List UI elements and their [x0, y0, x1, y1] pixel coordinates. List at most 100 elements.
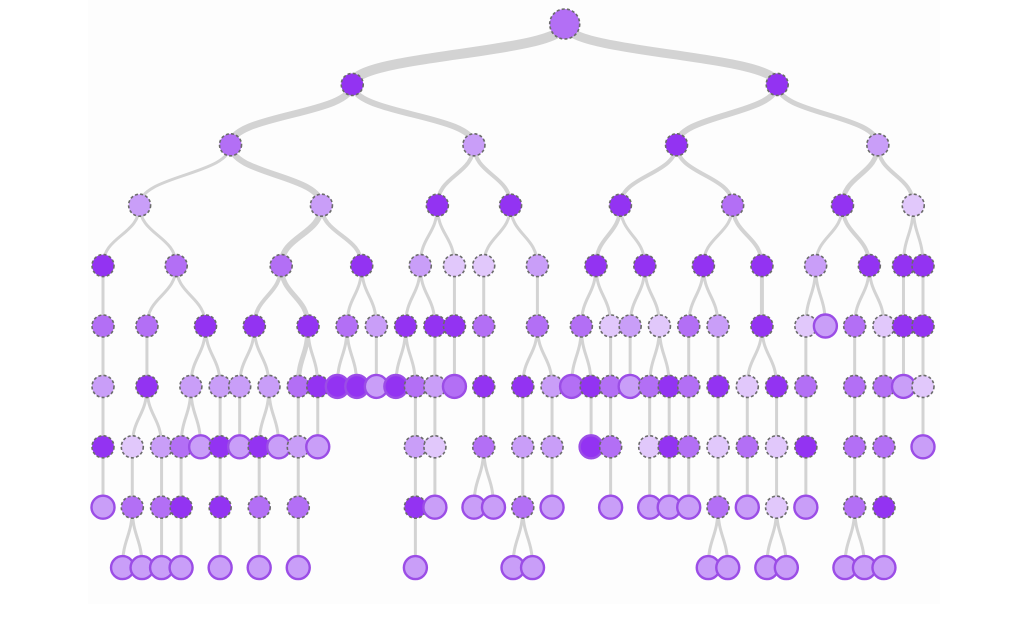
tree-node	[637, 374, 662, 399]
leaf-node	[383, 373, 409, 400]
tree-node	[657, 374, 681, 399]
tree-node	[179, 374, 203, 399]
tree-edge	[774, 81, 881, 148]
tree-node	[857, 253, 882, 278]
tree-node	[706, 374, 730, 399]
tree-node	[335, 314, 359, 338]
tree-edge	[673, 81, 781, 148]
tree-node	[830, 193, 855, 217]
tree-node	[525, 314, 550, 338]
tree-edge	[560, 19, 782, 89]
tree-node	[208, 374, 232, 399]
tree-node	[764, 434, 789, 459]
tree-node	[471, 253, 496, 278]
tree-node	[657, 434, 681, 459]
tree-node	[218, 133, 243, 157]
tree-node	[676, 434, 701, 459]
leaf-node	[578, 434, 604, 460]
tree-node	[242, 314, 267, 338]
leaf-node	[617, 373, 643, 400]
tree-node	[247, 495, 271, 520]
tree-node	[149, 495, 174, 520]
leaf-node	[226, 434, 253, 460]
tree-node	[691, 253, 716, 278]
leaf-node	[558, 373, 585, 400]
tree-node	[872, 314, 896, 338]
tree-edges	[101, 19, 925, 570]
root-node	[548, 8, 581, 40]
tree-node	[91, 253, 115, 278]
tree-edge	[349, 81, 477, 148]
tree-node	[569, 314, 594, 338]
tree-node	[349, 253, 374, 278]
tree-node	[423, 314, 447, 338]
leaf-node	[734, 494, 760, 520]
leaf-node	[441, 373, 468, 400]
tree-node	[618, 314, 642, 338]
tree-node	[340, 72, 365, 97]
tree-node	[525, 253, 550, 278]
tree-node	[286, 495, 311, 520]
leaf-node	[715, 554, 741, 581]
tree-node	[842, 314, 867, 338]
tree-node	[403, 434, 428, 459]
tree-node	[735, 434, 760, 459]
tree-node	[872, 434, 896, 459]
tree-node	[842, 374, 867, 399]
tree-node	[901, 193, 926, 217]
tree-node	[803, 253, 828, 278]
tree-node	[911, 253, 935, 278]
tree-node	[598, 314, 623, 338]
tree-node	[510, 495, 535, 520]
leaf-node	[773, 554, 800, 581]
tree-node	[735, 374, 760, 399]
leaf-node	[597, 494, 624, 520]
tree-node	[169, 495, 193, 520]
leaf-node	[480, 494, 507, 520]
tree-node	[120, 434, 145, 459]
tree-node	[794, 374, 818, 399]
tree-edge	[227, 141, 325, 209]
tree-node	[750, 314, 774, 338]
tree-node	[403, 374, 428, 399]
tree-node	[309, 193, 334, 217]
leaf-node	[890, 373, 917, 400]
tree-node	[764, 374, 789, 399]
tree-node	[227, 374, 252, 399]
tree-node	[891, 253, 916, 278]
tree-node	[765, 72, 789, 97]
tree-node	[408, 253, 433, 278]
leaf-node	[871, 554, 897, 581]
tree-node	[286, 374, 311, 399]
tree-node	[584, 253, 608, 278]
tree-node	[269, 253, 293, 278]
tree-node	[510, 434, 535, 459]
tree-node	[257, 374, 281, 399]
tree-edge	[674, 142, 735, 208]
leaf-node	[246, 554, 272, 581]
tree-node	[637, 434, 662, 459]
leaf-node	[285, 554, 311, 581]
tree-node	[664, 133, 689, 157]
leaf-node	[422, 494, 448, 520]
tree-node	[471, 374, 496, 399]
leaf-node	[539, 494, 565, 520]
tree-node	[632, 253, 657, 278]
tree-node	[91, 434, 115, 459]
tree-nodes	[90, 8, 936, 581]
tree-node	[872, 495, 896, 520]
tree-edge	[618, 142, 679, 208]
leaf-node	[402, 554, 429, 581]
tree-node	[510, 374, 535, 399]
tree-node	[842, 495, 867, 520]
tree-node	[471, 434, 496, 459]
tree-node	[579, 374, 603, 399]
tree-node	[911, 314, 935, 338]
tree-node	[135, 314, 159, 338]
tree-node	[423, 434, 447, 459]
tree-node	[120, 495, 145, 520]
tree-node	[911, 374, 935, 399]
tree-node	[842, 434, 867, 459]
tree-node	[442, 314, 467, 338]
